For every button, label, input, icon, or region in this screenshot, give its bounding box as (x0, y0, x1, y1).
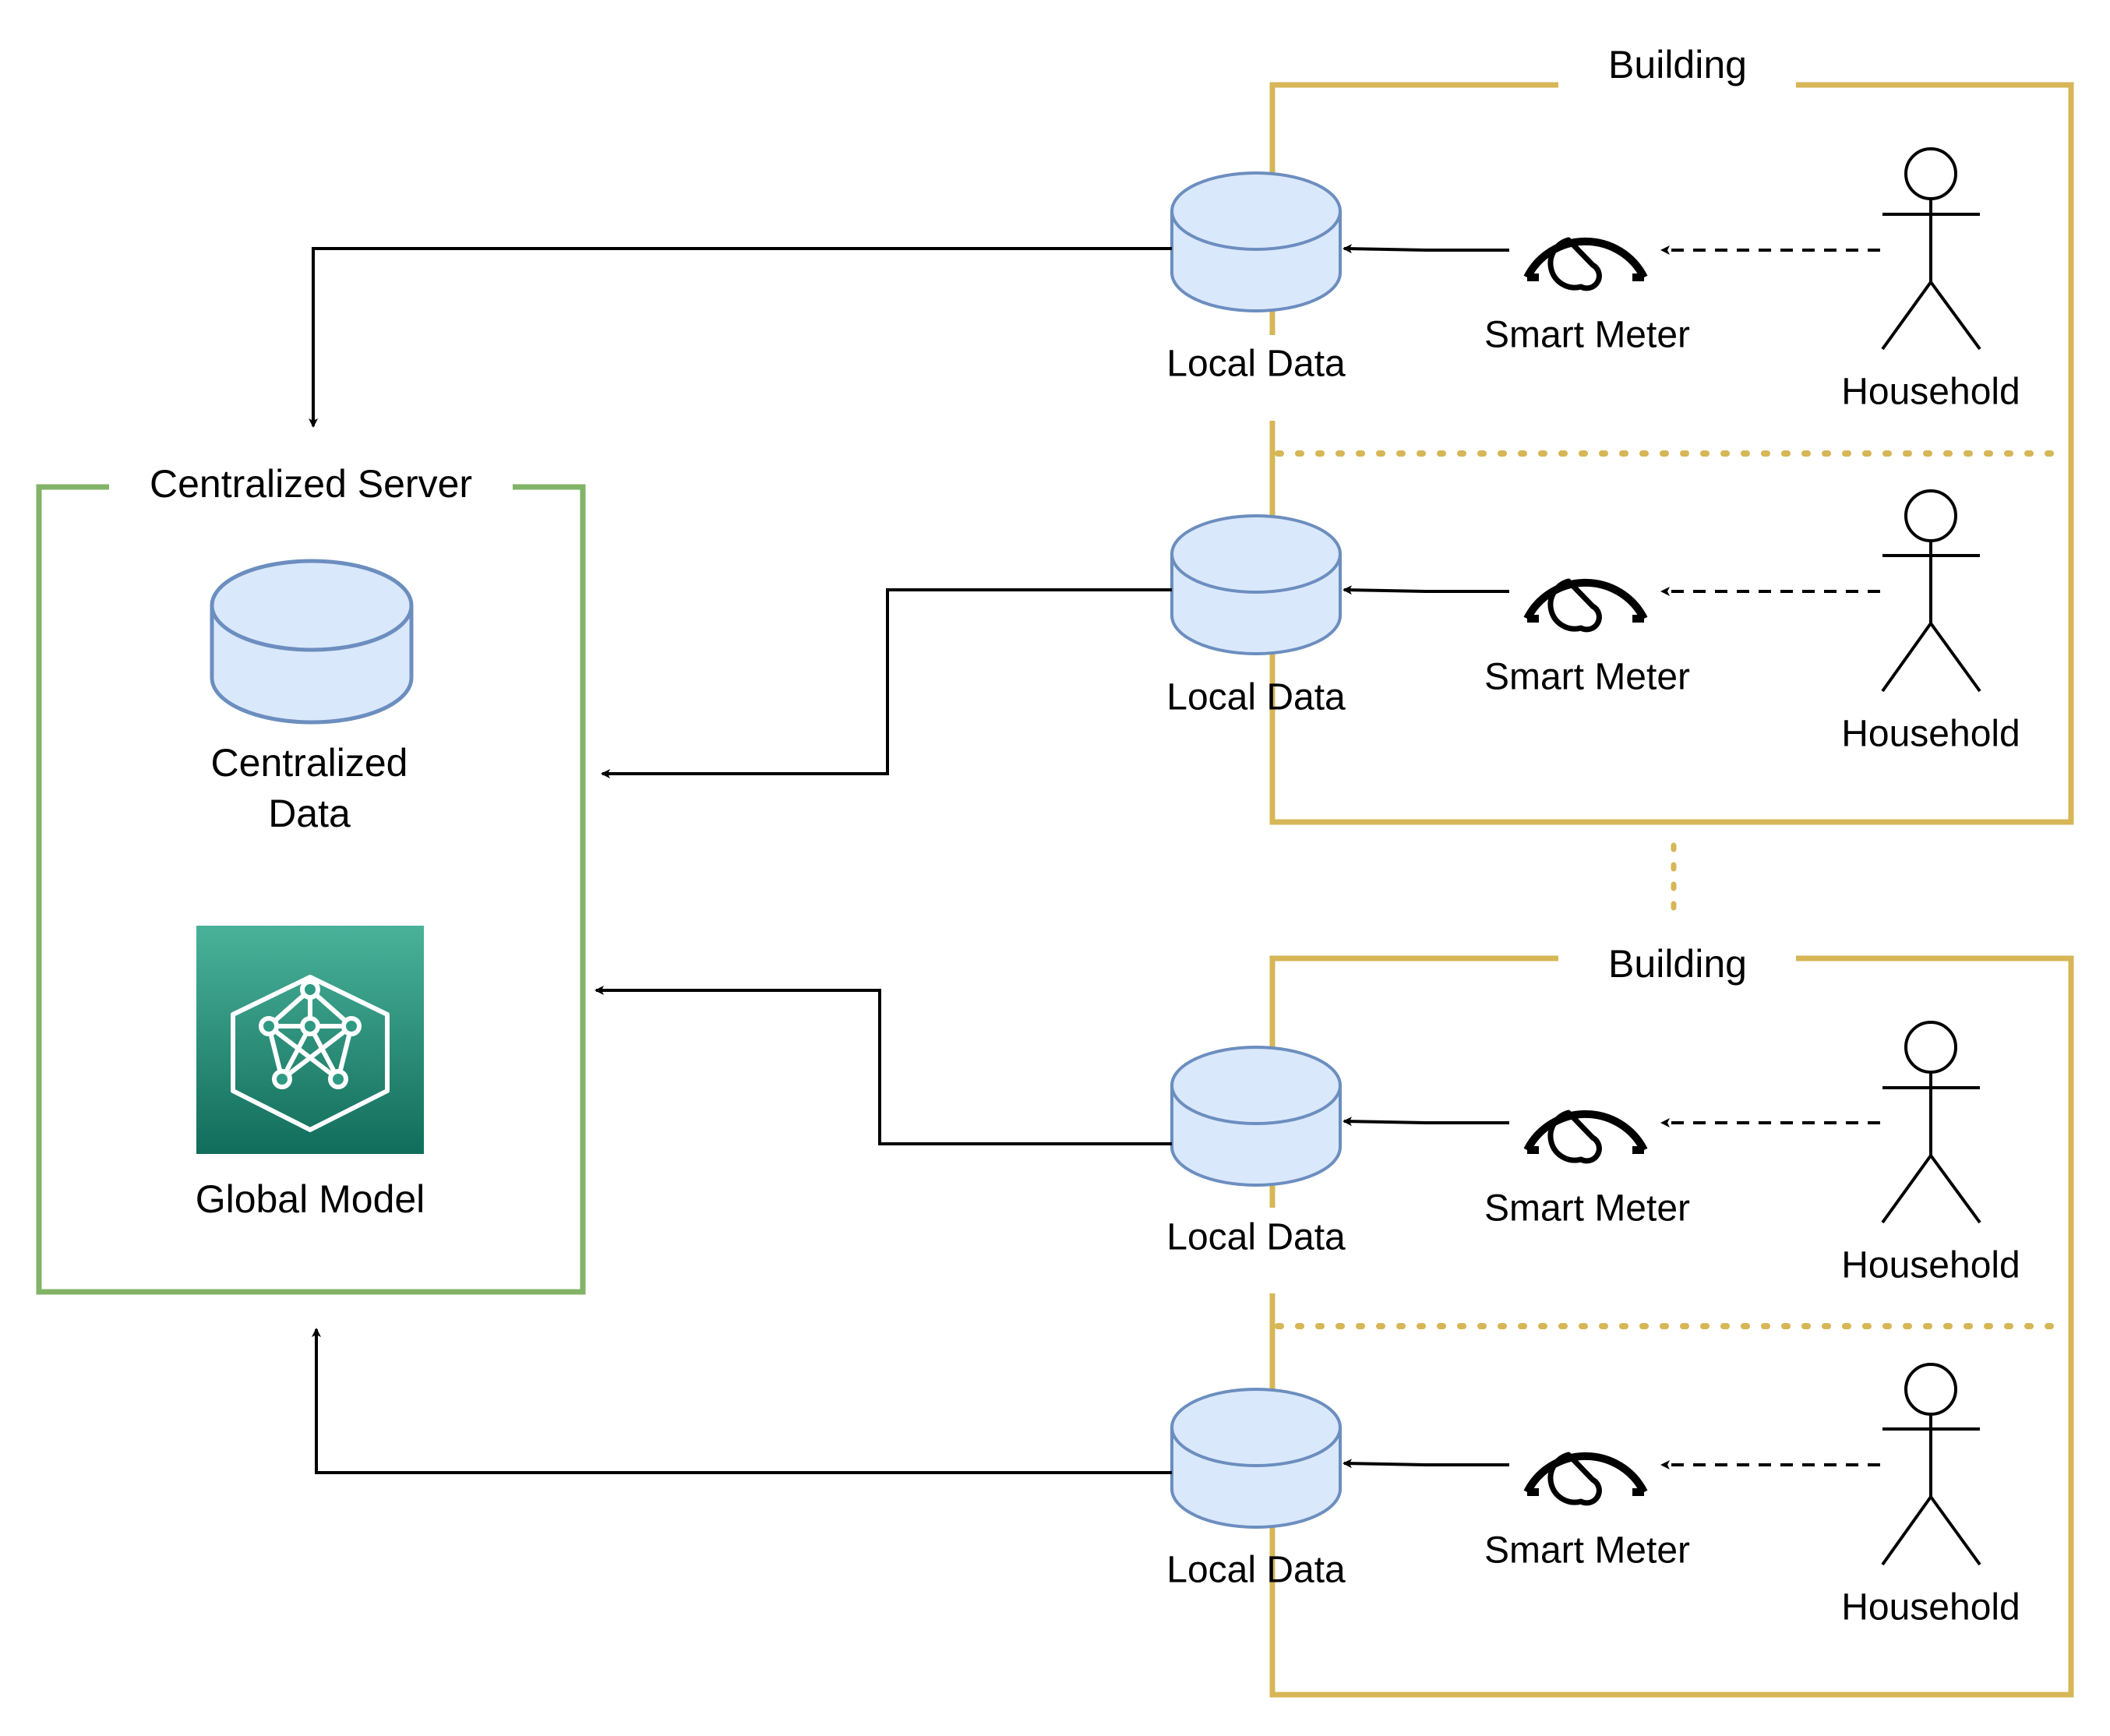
local-data-cylinder (1170, 1388, 1342, 1529)
global-model-label: Global Model (196, 1177, 425, 1221)
smart-meter-icon (1523, 578, 1648, 633)
household-row: Local Data Smart Meter Household (1166, 1363, 2020, 1628)
person-icon (1881, 147, 1981, 351)
smart-meter-label: Smart Meter (1484, 315, 1690, 356)
person-icon (1881, 1021, 1981, 1224)
server-container-border (36, 484, 586, 1295)
household-label: Household (1841, 1245, 2020, 1286)
server-title: Centralized Server (150, 462, 472, 506)
building-2-title: Building (1608, 942, 1747, 986)
smart-meter-icon (1523, 1452, 1648, 1506)
household-label: Household (1841, 714, 2020, 755)
local-data-label: Local Data (1166, 677, 1346, 718)
centralized-server: Centralized Server Centralized Data (36, 462, 586, 1295)
local-data-label: Local Data (1166, 1217, 1346, 1258)
building-2: Building (1268, 942, 2074, 1698)
local-data-cylinder (1170, 1046, 1342, 1187)
centralized-data-cylinder (210, 559, 414, 725)
smart-meter-label: Smart Meter (1484, 1188, 1690, 1230)
smart-meter-icon (1523, 1110, 1648, 1164)
building-1-title: Building (1608, 43, 1747, 86)
smart-meter-label: Smart Meter (1484, 657, 1690, 698)
centralized-data-label-line2: Data (268, 792, 351, 835)
upload-arrow (309, 247, 1172, 428)
person-icon (1881, 489, 1981, 693)
household-row: Local Data Smart Meter Household (1166, 489, 2020, 755)
local-data-label: Local Data (1166, 1550, 1346, 1591)
meter-to-local-arrow (1343, 1459, 1509, 1469)
household-label: Household (1841, 372, 2020, 413)
meter-to-local-arrow (1343, 244, 1509, 254)
upload-arrow (312, 1328, 1172, 1474)
local-data-cylinder (1170, 171, 1342, 312)
local-data-label: Local Data (1166, 344, 1346, 385)
household-row: Local Data Smart Meter Household (1166, 147, 2020, 413)
household-row: Local Data Smart Meter Household (1166, 1021, 2020, 1286)
building-1: Building (1268, 43, 2074, 825)
household-label: Household (1841, 1587, 2020, 1628)
smart-meter-label: Smart Meter (1484, 1530, 1690, 1572)
centralized-data-label-line1: Centralized (211, 741, 408, 785)
meter-to-local-arrow (1343, 1117, 1509, 1127)
upload-arrow (601, 588, 1172, 778)
meter-to-local-arrow (1343, 585, 1509, 595)
smart-meter-icon (1523, 237, 1648, 291)
person-icon (1881, 1363, 1981, 1566)
upload-arrow (595, 986, 1172, 1145)
neural-network-icon (196, 926, 424, 1154)
local-data-cylinder (1170, 514, 1342, 655)
